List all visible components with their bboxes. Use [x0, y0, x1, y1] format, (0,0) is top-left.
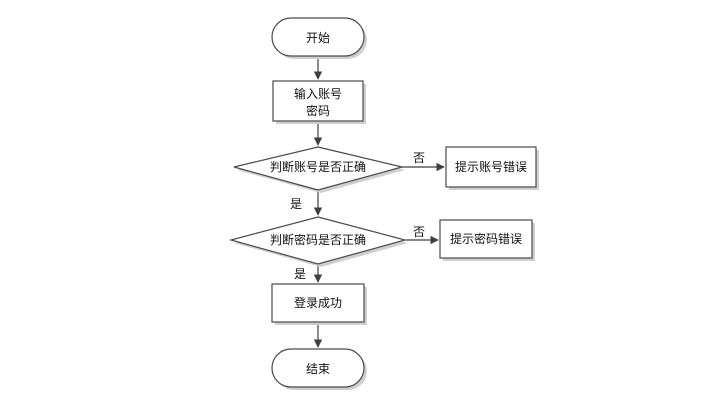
start-node: 开始 [271, 17, 367, 59]
end-node: 结束 [271, 348, 367, 390]
account-no-label: 否 [413, 151, 425, 165]
check-password-label: 判断密码是否正确 [270, 232, 366, 247]
password-yes-label: 是 [294, 267, 306, 281]
account-yes-label: 是 [290, 197, 302, 211]
input-node-label-line2: 密码 [306, 103, 330, 118]
connectors [313, 57, 445, 348]
end-node-label: 结束 [306, 362, 330, 376]
login-success-node: 登录成功 [271, 283, 367, 325]
password-error-node: 提示密码错误 [439, 219, 535, 261]
account-error-label: 提示账号错误 [455, 159, 527, 174]
input-node-label-line1: 输入账号 [294, 86, 342, 101]
password-error-label: 提示密码错误 [450, 231, 522, 246]
check-account-node: 判断账号是否正确 [233, 146, 405, 193]
start-node-label: 开始 [306, 31, 330, 45]
account-error-node: 提示账号错误 [445, 146, 539, 190]
login-success-label: 登录成功 [294, 295, 342, 310]
check-account-label: 判断账号是否正确 [270, 159, 366, 174]
password-no-label: 否 [413, 225, 425, 239]
check-password-node: 判断密码是否正确 [228, 216, 408, 267]
input-node: 输入账号 密码 [272, 80, 366, 124]
